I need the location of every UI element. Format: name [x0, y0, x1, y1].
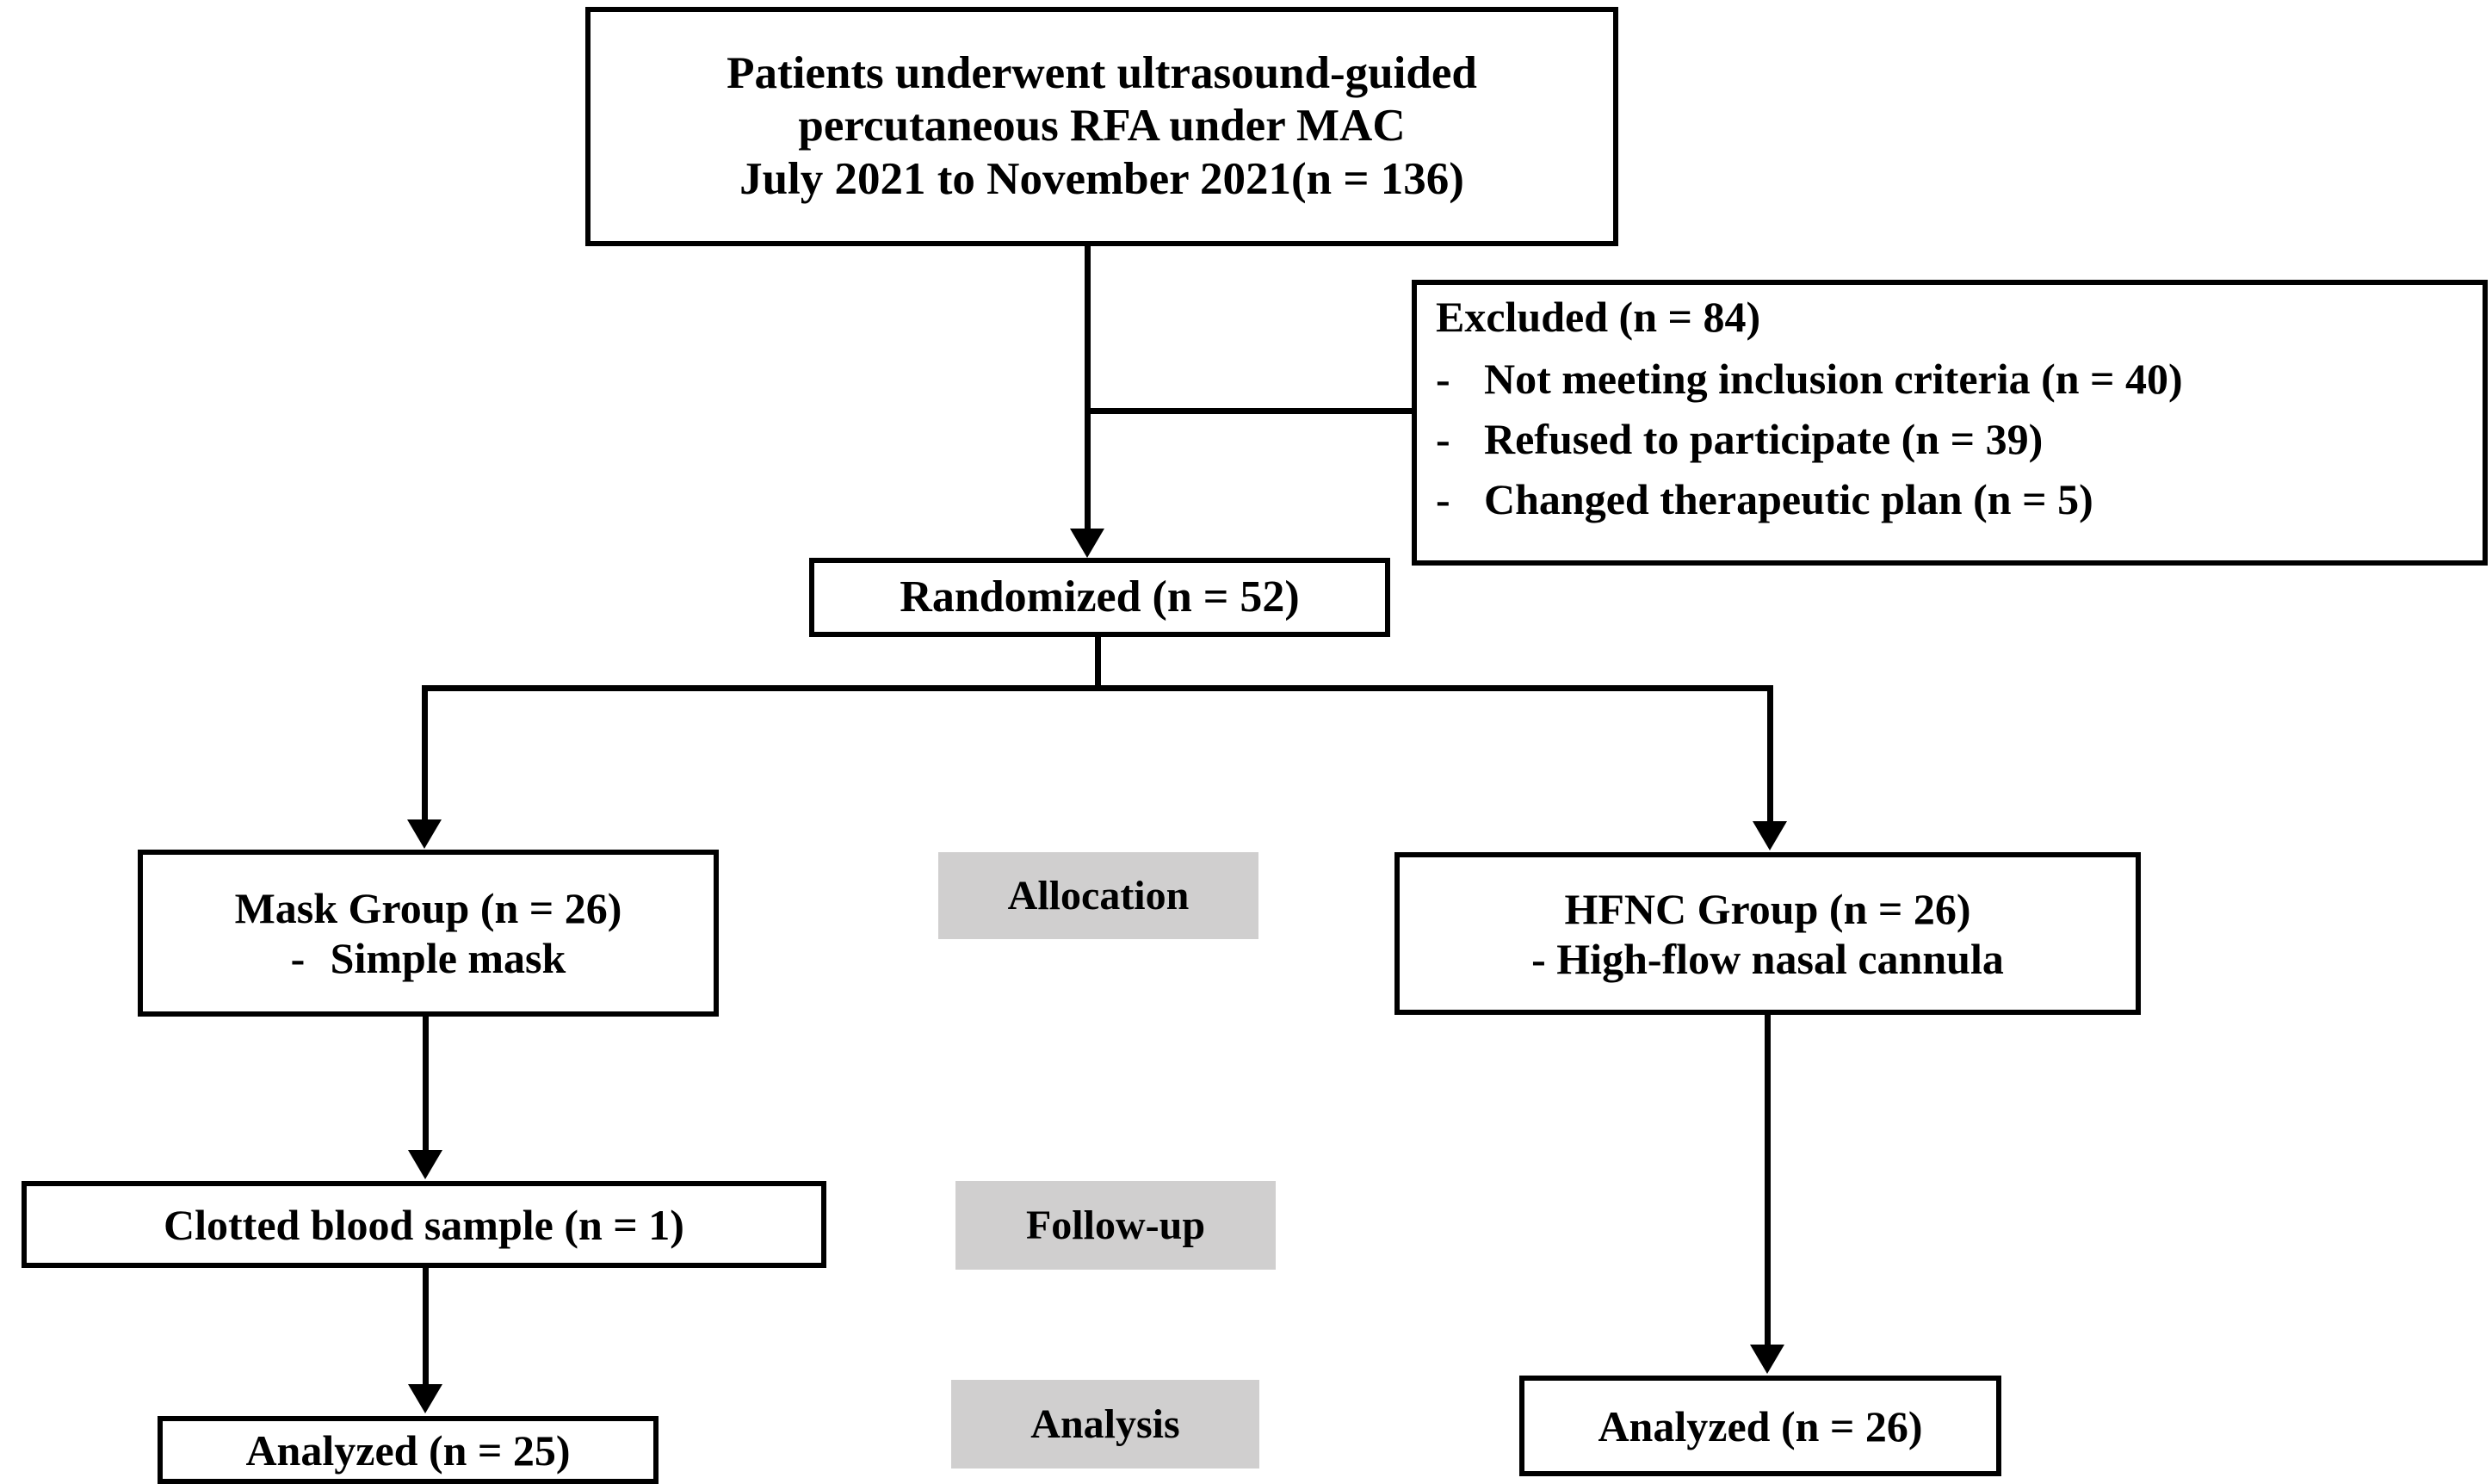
randomized-label: Randomized (n = 52) [900, 572, 1300, 621]
connector-hfnc-to-analysis [1765, 1015, 1771, 1346]
excluded-reason-row: - Changed therapeutic plan (n = 5) [1436, 474, 2093, 524]
bullet-dash-icon: - [1436, 415, 1450, 463]
analyzed-hfnc-label: Analyzed (n = 26) [1598, 1401, 1923, 1450]
connector-split-left-drop [422, 685, 428, 823]
hfnc-group-detail: - High-flow nasal cannula [1531, 934, 2004, 983]
hfnc-group-box: HFNC Group (n = 26) - High-flow nasal ca… [1394, 852, 2141, 1015]
enrollment-line-2: percutaneous RFA under MAC [798, 101, 1406, 151]
connector-allocation-split [422, 685, 1773, 691]
excluded-reason-1: Not meeting inclusion criteria (n = 40) [1484, 355, 2183, 403]
connector-followup-to-analysis [423, 1268, 429, 1387]
arrowhead-to-analyzed-hfnc [1750, 1345, 1784, 1374]
connector-mask-to-followup [423, 1017, 429, 1153]
bullet-dash-icon: - [290, 934, 306, 982]
bullet-dash-icon: - [1436, 475, 1450, 523]
arrowhead-to-randomized [1070, 529, 1104, 558]
connector-split-right-drop [1767, 685, 1773, 825]
stage-label-followup-text: Follow-up [1025, 1203, 1206, 1248]
mask-group-detail-row: - Simple mask [291, 933, 566, 983]
stage-label-allocation-text: Allocation [1007, 873, 1190, 918]
arrowhead-to-mask-group [407, 819, 442, 849]
excluded-reason-row: - Not meeting inclusion criteria (n = 40… [1436, 354, 2183, 404]
analyzed-hfnc-box: Analyzed (n = 26) [1519, 1376, 2001, 1476]
arrowhead-to-clotted-box [408, 1150, 442, 1179]
excluded-header: Excluded (n = 84) [1436, 293, 1761, 341]
mask-group-detail: Simple mask [330, 934, 566, 982]
connector-enrollment-vertical [1085, 246, 1091, 532]
connector-excluded-branch [1085, 408, 1413, 414]
excluded-box: Excluded (n = 84) - Not meeting inclusio… [1412, 280, 2488, 566]
analyzed-mask-label: Analyzed (n = 25) [245, 1425, 571, 1475]
analyzed-mask-box: Analyzed (n = 25) [158, 1416, 659, 1484]
stage-label-allocation: Allocation [938, 852, 1258, 939]
connector-randomized-stem [1095, 637, 1101, 690]
enrollment-box: Patients underwent ultrasound-guided per… [585, 7, 1618, 246]
arrowhead-to-hfnc-group [1753, 821, 1787, 850]
clotted-blood-label: Clotted blood sample (n = 1) [164, 1200, 684, 1249]
stage-label-followup: Follow-up [955, 1181, 1276, 1270]
hfnc-group-title: HFNC Group (n = 26) [1564, 884, 1971, 933]
excluded-reason-row: - Refused to participate (n = 39) [1436, 414, 2043, 464]
enrollment-line-3: July 2021 to November 2021(n = 136) [739, 153, 1464, 204]
bullet-dash-icon: - [1436, 355, 1450, 403]
mask-group-title: Mask Group (n = 26) [234, 884, 622, 932]
stage-label-analysis-text: Analysis [1030, 1401, 1180, 1447]
mask-group-box: Mask Group (n = 26) - Simple mask [138, 850, 719, 1017]
excluded-reason-3: Changed therapeutic plan (n = 5) [1484, 475, 2093, 523]
enrollment-line-1: Patients underwent ultrasound-guided [727, 47, 1477, 98]
arrowhead-to-analyzed-mask [408, 1384, 442, 1413]
stage-label-analysis: Analysis [951, 1380, 1259, 1469]
excluded-reason-2: Refused to participate (n = 39) [1484, 415, 2044, 463]
randomized-box: Randomized (n = 52) [809, 558, 1390, 637]
clotted-blood-box: Clotted blood sample (n = 1) [22, 1181, 826, 1268]
